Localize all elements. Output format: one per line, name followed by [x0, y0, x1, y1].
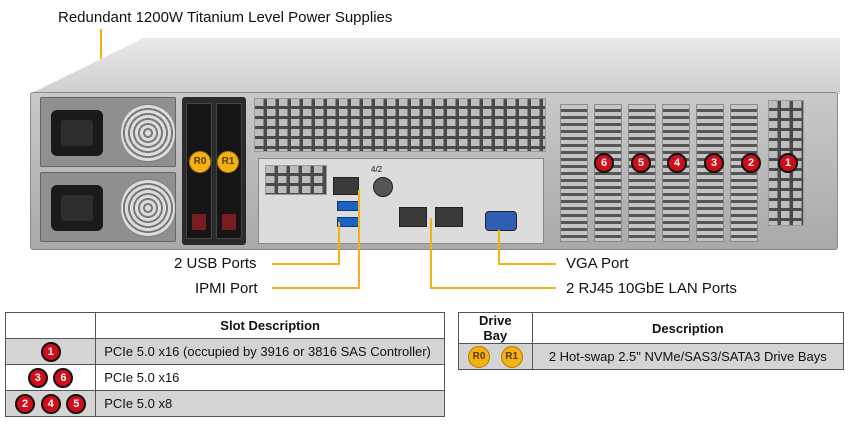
slot-badge-5: 5	[631, 153, 651, 173]
slot-badges-cell: 2 4 5	[4, 390, 97, 417]
pcie-slot-6	[560, 104, 588, 242]
ipmi-port	[333, 177, 359, 195]
pcie-slot-5	[594, 104, 622, 242]
ipmi-callout: IPMI Port	[195, 280, 258, 297]
button-icon	[373, 177, 393, 197]
bay-table: Drive Bay Description R0 R1 2 Hot-swap 2…	[458, 312, 845, 370]
bay-badge-r1: R1	[217, 151, 239, 173]
io-small-label: 4/2	[371, 165, 383, 174]
fan-icon	[121, 179, 175, 237]
slot-badge-2: 2	[741, 153, 761, 173]
slot-badge-1: 1	[778, 153, 798, 173]
bay-badges-cell: R0 R1	[458, 343, 533, 370]
bay-desc-cell: 2 Hot-swap 2.5" NVMe/SAS3/SATA3 Drive Ba…	[531, 343, 845, 370]
pcie-slot-3	[662, 104, 690, 242]
lan-port-2	[435, 207, 463, 227]
drive-handle	[222, 214, 236, 230]
pcie-slot-4	[628, 104, 656, 242]
slot-badge-4: 4	[667, 153, 687, 173]
power-supply-1	[40, 97, 176, 167]
chassis-top	[30, 38, 840, 94]
bay-table-header-bay: Drive Bay	[458, 312, 533, 344]
slot-badge-3: 3	[704, 153, 724, 173]
lan-callout: 2 RJ45 10GbE LAN Ports	[566, 280, 737, 297]
bay-badge-r0: R0	[189, 151, 211, 173]
lan-leader-line-h	[430, 287, 556, 289]
slot-desc-cell: PCIe 5.0 x8	[95, 390, 445, 417]
slot-table-header-blank	[4, 312, 97, 339]
slot-badge: 3	[27, 367, 48, 388]
bay-badge: R0	[468, 345, 490, 368]
slot-badges-cell: 3 6	[4, 364, 97, 391]
usb-callout: 2 USB Ports	[174, 255, 257, 272]
psu-callout: Redundant 1200W Titanium Level Power Sup…	[58, 9, 393, 26]
vga-leader-line-h	[498, 263, 556, 265]
lan-leader-line	[430, 218, 432, 289]
bay-table-row: R0 R1 2 Hot-swap 2.5" NVMe/SAS3/SATA3 Dr…	[458, 343, 845, 370]
slot-badge: 6	[53, 367, 74, 388]
io-panel: 4/2	[258, 158, 544, 244]
lan-port-1	[399, 207, 427, 227]
slot-table: Slot Description 1 PCIe 5.0 x16 (occupie…	[4, 312, 445, 417]
slot-badge: 4	[40, 393, 61, 414]
slot-table-header-desc: Slot Description	[95, 312, 445, 339]
drive-bay-block	[182, 97, 246, 245]
power-socket-icon	[51, 185, 103, 231]
usb-leader-line	[338, 222, 340, 265]
top-vent-grille	[254, 98, 546, 152]
vga-leader-line	[498, 230, 500, 265]
bay-badge: R1	[500, 345, 523, 368]
slot-badge: 2	[15, 393, 35, 414]
vga-port	[485, 211, 517, 231]
vga-callout: VGA Port	[566, 255, 629, 272]
slot-badge: 5	[66, 393, 87, 414]
bay-table-header: Drive Bay Description	[458, 312, 845, 344]
ipmi-leader-line	[358, 190, 360, 289]
slot-table-row: 2 4 5 PCIe 5.0 x8	[4, 390, 445, 417]
slot-badge-6: 6	[594, 153, 614, 173]
drive-handle	[192, 214, 206, 230]
power-socket-icon	[51, 110, 103, 156]
pcie-slot-1	[730, 104, 758, 242]
power-supply-2	[40, 172, 176, 242]
bay-table-header-desc: Description	[531, 312, 845, 344]
slot-desc-cell: PCIe 5.0 x16 (occupied by 3916 or 3816 S…	[95, 338, 445, 365]
slot-badge: 1	[40, 341, 61, 362]
pcie-slot-2	[696, 104, 724, 242]
usb-port-2	[337, 217, 359, 227]
slot-badges-cell: 1	[4, 338, 97, 365]
ipmi-leader-line-h	[272, 287, 360, 289]
slot-table-row: 3 6 PCIe 5.0 x16	[4, 364, 445, 391]
io-vent	[265, 165, 327, 195]
usb-port-1	[337, 201, 359, 211]
slot-table-row: 1 PCIe 5.0 x16 (occupied by 3916 or 3816…	[4, 338, 445, 365]
fan-icon	[121, 104, 175, 162]
slot-table-header: Slot Description	[4, 312, 445, 339]
slot-desc-cell: PCIe 5.0 x16	[95, 364, 445, 391]
usb-leader-line-h	[272, 263, 340, 265]
